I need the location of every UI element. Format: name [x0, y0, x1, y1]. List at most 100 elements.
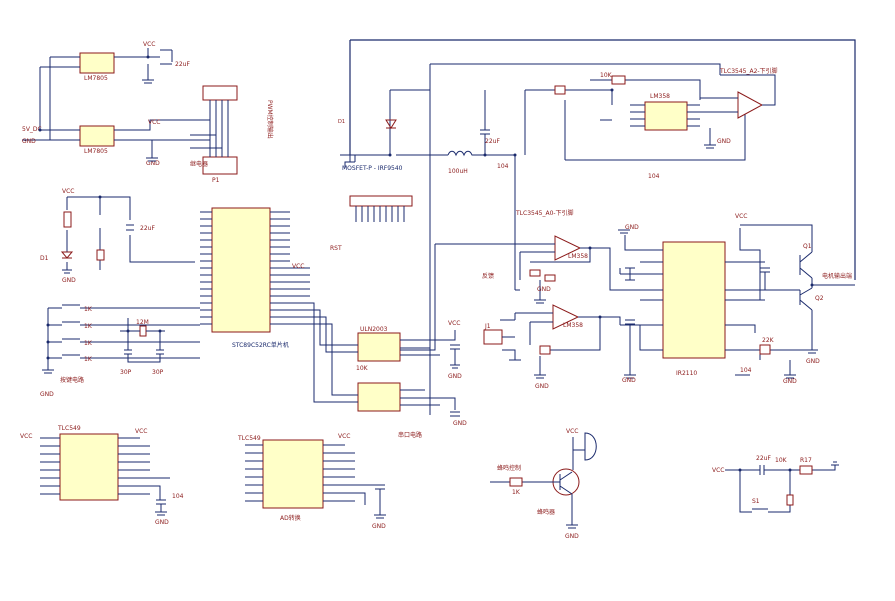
relay-section: 继电器 P1 — [190, 85, 238, 184]
power-supply-section: LM7805 LM7805 5V_DC GND VCC VCC GND 22uF — [22, 41, 210, 167]
gnd-label-2: GND — [62, 277, 76, 284]
d1-label: D1 — [338, 119, 345, 125]
gnd-label-serial2: GND — [453, 420, 467, 427]
junctions — [38, 55, 814, 472]
opamp-1 — [554, 235, 582, 261]
output-transistors: Q1 Q2 电机输出端 GND — [740, 224, 855, 365]
serial-label-1: ULN2003 — [360, 326, 388, 333]
relay-label: 继电器 — [190, 160, 208, 168]
crystal-label: 12M — [136, 319, 149, 326]
adc-left-label: TLC3545_A0-下引脚 — [515, 209, 574, 217]
vcc-adc1: VCC — [20, 433, 32, 440]
gnd-in-label: GND — [22, 138, 36, 145]
out-r-label: R17 — [800, 457, 812, 464]
driver-chip — [662, 241, 726, 359]
key-r4: 1K — [84, 356, 93, 363]
serial-chip-1 — [357, 332, 401, 362]
resistor-pack-box — [349, 195, 413, 207]
cap-top2: 104 — [497, 163, 509, 170]
reset-r: 10K — [775, 457, 788, 464]
vcc-adc1-b: VCC — [135, 428, 147, 435]
vcc-buzzer: VCC — [566, 428, 578, 435]
gnd-buzzer: GND — [565, 533, 579, 540]
dac-top-label: LM358 — [650, 93, 670, 100]
reset-cap: 22uF — [756, 455, 771, 462]
key-section: 1K 1K 1K 1K 按键电路 GND — [40, 304, 200, 398]
vcc-label-3: VCC — [62, 188, 74, 195]
pwr-in-label: 5V_DC — [22, 126, 42, 133]
connector-j1 — [483, 329, 503, 345]
pack-pins-label: RST — [330, 245, 342, 252]
led-label: D1 — [40, 255, 49, 262]
dac-chip-top — [644, 101, 688, 131]
gnd-driver-top: GND — [625, 224, 639, 231]
reset-section: VCC 10K R17 22uF S1 — [712, 455, 839, 513]
pwm-vert-label: PWM控制输出 — [266, 100, 274, 139]
q2-label: Q2 — [815, 295, 824, 302]
cap-30p-1: 30P — [120, 369, 132, 376]
gnd-label-1: GND — [146, 160, 160, 167]
inductor-label: 100uH — [448, 168, 468, 175]
gnd-op2: GND — [535, 383, 549, 390]
vcc-label-2: VCC — [148, 119, 160, 126]
adc-chip-1 — [59, 433, 119, 501]
vcc-label-mcu: VCC — [292, 263, 304, 270]
reg2-label: LM7805 — [84, 148, 108, 155]
key-r3: 1K — [84, 340, 93, 347]
vcc-driver: VCC — [735, 213, 747, 220]
power-out-label: 电机输出端 — [822, 272, 852, 280]
vcc-adc2: VCC — [338, 433, 350, 440]
vcc-reset: VCC — [712, 467, 724, 474]
reset-sw: S1 — [752, 498, 760, 505]
mcu-label: STC89C52RC单片机 — [232, 341, 289, 349]
gnd-label-3: GND — [40, 391, 54, 398]
adc-right-label: TLC3545_A2-下引脚 — [719, 67, 778, 75]
r-top-label: 10K — [600, 72, 613, 79]
serial-label: 串口电路 — [398, 431, 422, 439]
regulator-1 — [79, 52, 115, 74]
keys-label: 按键电路 — [60, 376, 84, 384]
adc2-label: TLC549 — [237, 435, 261, 442]
fb-label: 反馈 — [482, 272, 494, 280]
relay-box-2 — [202, 156, 238, 175]
key-r2: 1K — [84, 323, 93, 330]
ad-chip-label: AD转换 — [280, 514, 301, 522]
power-stage: MOSFET-P - IRF9540 D1 100uH 22uF 104 PWM… — [266, 39, 856, 415]
cap-label-1: 22uF — [175, 61, 190, 68]
key-r1: 1K — [84, 306, 93, 313]
buzzer-ctrl-label: 蜂鸣控制 — [497, 464, 521, 472]
buzzer-r: 1K — [512, 489, 521, 496]
gnd-driver2: GND — [783, 378, 797, 385]
crystal-section: 12M 30P 30P — [120, 318, 165, 376]
op1-label: LM358 — [568, 253, 588, 260]
cap-label-2: 22uF — [140, 225, 155, 232]
gnd-out: GND — [806, 358, 820, 365]
serial-section: ULN2003 10K 串口电路 VCC GND GND — [310, 302, 467, 439]
driver-section: GND GND IR2110 22K GND VCC 104 — [618, 213, 810, 385]
opamp-2 — [552, 304, 580, 330]
reg1-label: LM7805 — [84, 75, 108, 82]
vcc-label-serial: VCC — [448, 320, 460, 327]
adc-section-1: TLC549 VCC VCC GND 104 — [20, 425, 184, 526]
buzzer-section: VCC 蜂鸣控制 1K 蜂鸣器 GND — [490, 428, 597, 540]
led-circuit: VCC D1 GND 22uF — [40, 188, 195, 284]
adc1-label: TLC549 — [57, 425, 81, 432]
buzzer-label: 蜂鸣器 — [537, 508, 555, 516]
serial-r: 10K — [356, 365, 369, 372]
gnd-top: GND — [717, 138, 731, 145]
comparator-1 — [737, 91, 764, 119]
regulator-2 — [79, 125, 115, 147]
relay-box-1 — [202, 85, 238, 101]
cap-adc1: 104 — [172, 493, 184, 500]
vcc-label-1: VCC — [143, 41, 155, 48]
q1-label: Q1 — [803, 243, 812, 250]
mid-cap-label: 104 — [648, 173, 660, 180]
mcu-section: STC89C52RC单片机 VCC — [200, 207, 310, 349]
resistor-pack: RST — [330, 195, 413, 252]
gnd-adc1: GND — [155, 519, 169, 526]
cap-driver: 104 — [740, 367, 752, 374]
opamp-section: TLC3545_A0-下引脚 反馈 J1 GND GND LM358 LM358 — [400, 209, 660, 390]
j1-label: J1 — [484, 323, 491, 330]
